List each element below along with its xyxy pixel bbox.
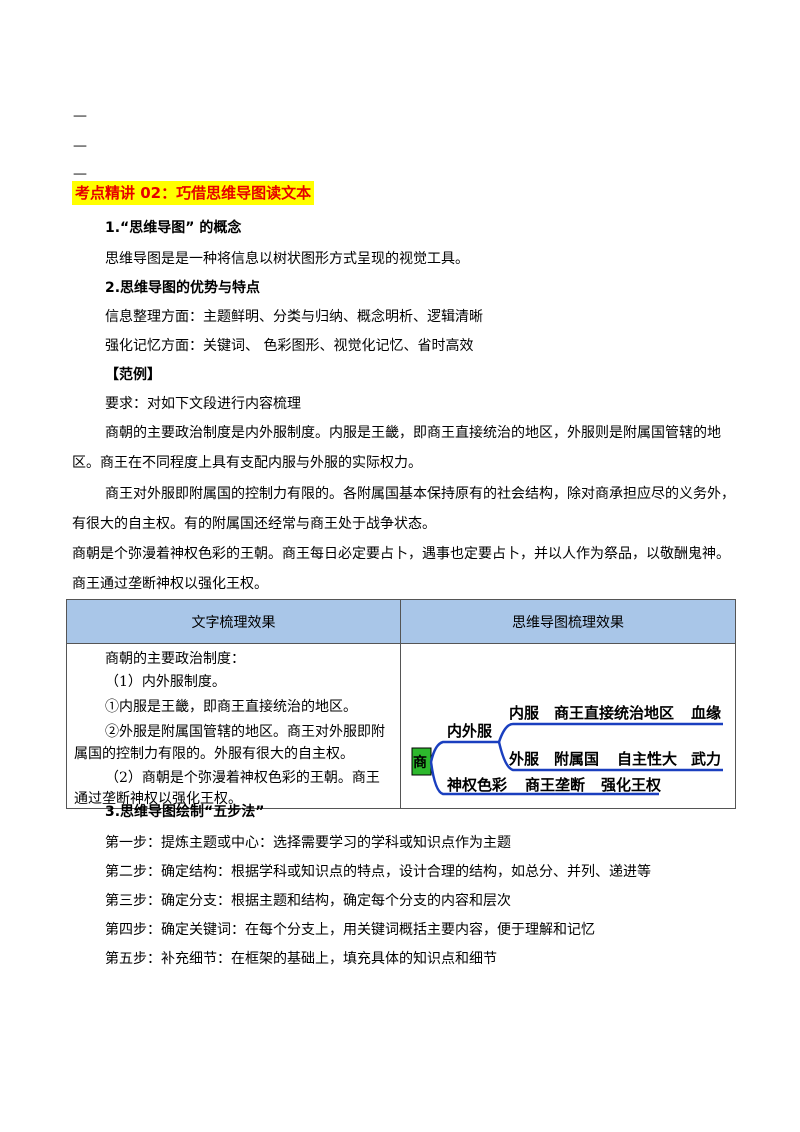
table-header-text-effect: 文字梳理效果 [66,599,401,644]
mindmap-branch-inner-outer: 内外服 [447,722,493,740]
advantages-line-2: 强化记忆方面：关键词、 色彩图形、视觉化记忆、省时高效 [105,338,474,354]
summary-line-7: 通过垄断神权以强化王权。 [74,791,242,807]
connector-inner [497,722,723,743]
mindmap-outer: 外服 [508,750,540,768]
mindmap-diagram: 商 内外服 内服 商王直接统治地区 血缘 外服 附属国 自主性大 武力 神权色彩… [411,704,723,796]
advantages-title: 2.思维导图的优势与特点 [105,280,261,296]
dash-marker-1: — [73,108,87,124]
step-5: 第五步：补充细节：在框架的基础上，填充具体的知识点和细节 [105,951,497,967]
concept-text: 思维导图是是一种将信息以树状图形方式呈现的视觉工具。 [105,251,469,267]
example-requirement: 要求：对如下文段进行内容梳理 [105,396,301,412]
example-paragraph-2b: 有很大的自主权。有的附属国还经常与商王处于战争状态。 [72,516,436,532]
step-3: 第三步：确定分支：根据主题和结构，确定每个分支的内容和层次 [105,893,511,909]
text-summary-cell: 商朝的主要政治制度： （1）内外服制度。 ①内服是王畿，即商王直接统治的地区。 … [66,643,401,809]
summary-line-2: （1）内外服制度。 [105,674,226,690]
mindmap-cell: 商 内外服 内服 商王直接统治地区 血缘 外服 附属国 自主性大 武力 神权色彩… [400,643,736,809]
mindmap-outer-autonomy: 自主性大 [617,750,677,768]
mindmap-outer-vassal: 附属国 [554,750,599,768]
summary-line-4: ②外服是附属国管辖的地区。商王对外服即附 [105,724,385,740]
connector-root-theocracy [429,761,659,796]
table-header-mindmap-effect: 思维导图梳理效果 [400,599,736,644]
summary-line-6: （2）商朝是个弥漫着神权色彩的王朝。商王 [105,770,380,786]
comparison-table: 文字梳理效果 思维导图梳理效果 商朝的主要政治制度： （1）内外服制度。 ①内服… [66,599,736,809]
connector-outer [497,741,723,772]
step-4: 第四步：确定关键词：在每个分支上，用关键词概括主要内容，便于理解和记忆 [105,922,595,938]
connector-root-inner-outer [429,740,499,763]
mindmap-inner: 内服 [509,704,540,722]
mindmap-theocracy-strengthen: 强化王权 [601,776,662,794]
step-1: 第一步：提炼主题或中心：选择需要学习的学科或知识点作为主题 [105,835,511,851]
summary-line-1: 商朝的主要政治制度： [105,651,245,667]
example-paragraph-3b: 商王通过垄断神权以强化王权。 [72,576,268,592]
example-paragraph-1a: 商朝的主要政治制度是内外服制度。内服是王畿，即商王直接统治的地区，外服则是附属国… [105,425,721,441]
summary-line-3: ①内服是王畿，即商王直接统治的地区。 [105,699,357,715]
example-label: 【范例】 [105,367,161,383]
example-paragraph-1b: 区。商王在不同程度上具有支配内服与外服的实际权力。 [72,455,422,471]
section-heading: 考点精讲 02：巧借思维导图读文本 [72,181,315,205]
example-paragraph-3a: 商朝是个弥漫着神权色彩的王朝。商王每日必定要占卜，遇事也定要占卜，并以人作为祭品… [72,546,730,562]
mindmap-outer-force: 武力 [691,750,721,768]
mindmap-inner-kinship: 血缘 [691,704,721,722]
dash-marker-3: — [73,166,87,182]
example-paragraph-2a: 商王对外服即附属国的控制力有限的。各附属国基本保持原有的社会结构，除对商承担应尽… [105,486,735,502]
dash-marker-2: — [73,138,87,154]
mindmap-root-label: 商 [413,754,427,771]
five-steps-title: 3.思维导图绘制“五步法” [105,804,265,820]
mindmap-theocracy-monopoly: 商王垄断 [525,776,585,794]
mindmap-branch-theocracy: 神权色彩 [447,776,507,794]
step-2: 第二步：确定结构：根据学科或知识点的特点，设计合理的结构，如总分、并列、递进等 [105,864,651,880]
mindmap-inner-area: 商王直接统治地区 [554,704,674,722]
concept-title: 1.“思维导图” 的概念 [105,220,242,236]
advantages-line-1: 信息整理方面：主题鲜明、分类与归纳、概念明析、逻辑清晰 [105,309,483,325]
summary-line-5: 属国的控制力有限的。外服有很大的自主权。 [74,746,354,762]
